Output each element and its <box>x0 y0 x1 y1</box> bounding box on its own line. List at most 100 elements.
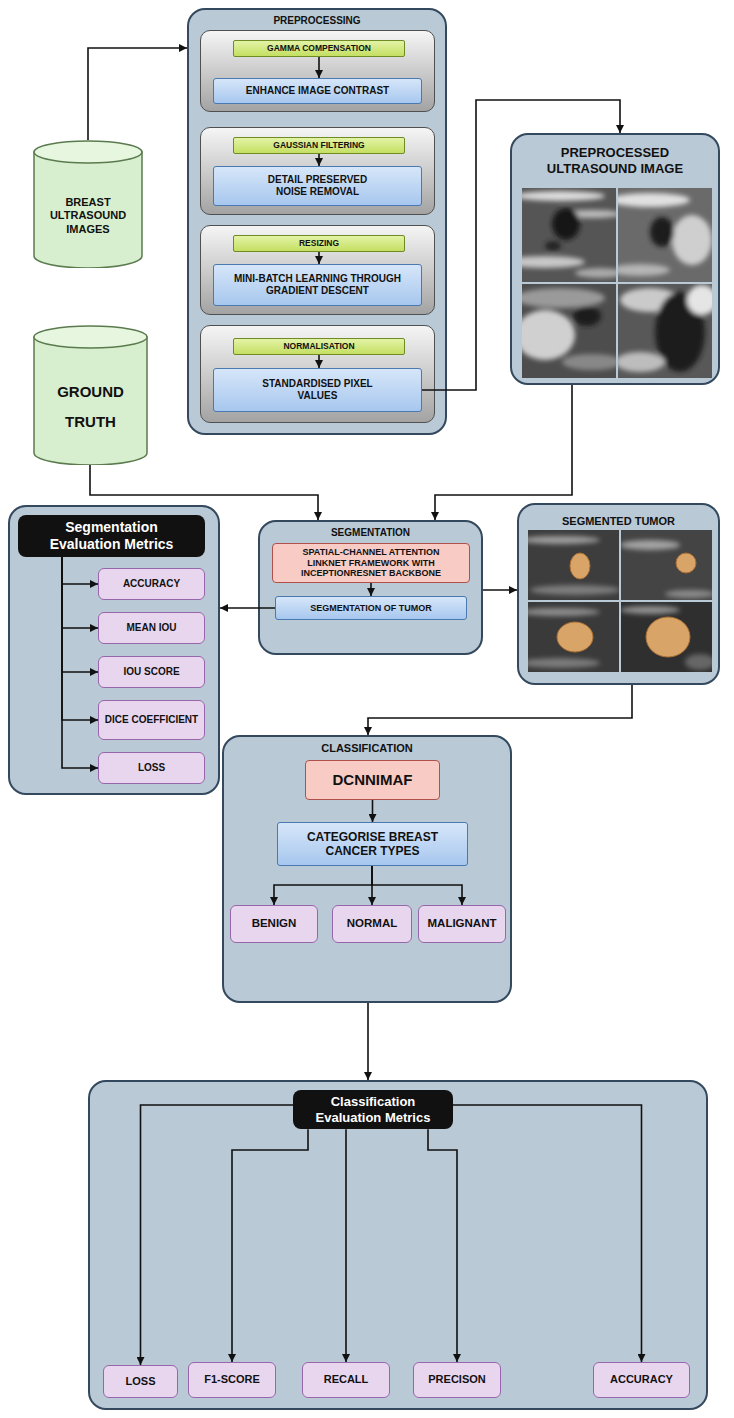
process-text: DETAIL PRESERVED NOISE REMOVAL <box>253 174 383 198</box>
connector-arrow <box>435 385 572 520</box>
connector-arrow <box>88 48 187 140</box>
segmented-tile <box>528 530 619 600</box>
output-box: NORMAL <box>332 905 412 943</box>
process-text: STANDARDISED PIXEL VALUES <box>258 378 378 402</box>
output-text: BENIGN <box>252 917 297 931</box>
cylinder-top <box>34 326 147 348</box>
output-text: NORMAL <box>347 917 397 931</box>
connector-arrow <box>62 557 98 768</box>
step-label-text: GAMMA COMPENSATION <box>267 43 371 53</box>
output-box: LOSS <box>98 752 205 784</box>
output-text: MALIGNANT <box>428 917 497 931</box>
connector-arrow <box>368 685 632 735</box>
output-box: ACCURACY <box>593 1362 690 1398</box>
output-text: DICE COEFFICIENT <box>105 714 198 726</box>
segmented-tile <box>621 530 712 600</box>
segmented-tile <box>621 602 712 672</box>
step-label: RESIZING <box>233 235 405 252</box>
database-cylinder: GROUND TRUTH <box>33 325 148 465</box>
panel-title: PREPROCESSED ULTRASOUND IMAGE <box>530 145 700 176</box>
connector-arrow <box>62 557 98 672</box>
model-box: SPATIAL-CHANNEL ATTENTION LINKNET FRAMEW… <box>272 543 470 583</box>
connector-arrow <box>232 1129 308 1362</box>
connector-arrow <box>318 355 320 368</box>
process-text: MINI-BATCH LEARNING THROUGH GRADIENT DES… <box>228 273 408 297</box>
output-text: IOU SCORE <box>123 666 179 678</box>
output-box: BENIGN <box>230 905 318 943</box>
connector-arrow <box>220 607 275 609</box>
ultrasound-tile <box>522 284 616 378</box>
connector-arrow <box>453 1105 642 1362</box>
connector-arrow <box>318 57 320 78</box>
connector-arrow <box>370 583 372 596</box>
segmented-tile <box>528 602 619 672</box>
process-text: CATEGORISE BREAST CANCER TYPES <box>290 830 455 859</box>
output-text: PRECISON <box>428 1373 485 1386</box>
ultrasound-tile <box>522 188 616 282</box>
connector-arrow <box>274 866 372 905</box>
process-box: CATEGORISE BREAST CANCER TYPES <box>277 822 468 866</box>
output-box: ACCURACY <box>98 568 205 600</box>
output-text: F1-SCORE <box>204 1373 260 1386</box>
output-text: MEAN IOU <box>127 622 177 634</box>
connector-arrow <box>62 557 98 584</box>
output-text: LOSS <box>138 762 165 774</box>
model-text: DCNNIMAF <box>333 771 413 789</box>
database-text: BREAST ULTRASOUND IMAGES <box>41 196 136 236</box>
connector-arrow <box>372 866 462 905</box>
ultrasound-tile <box>618 188 712 282</box>
connector-arrow <box>422 100 620 390</box>
metrics-panel: Segmentation Evaluation MetricsACCURACY M… <box>8 505 220 795</box>
process-box: MINI-BATCH LEARNING THROUGH GRADIENT DES… <box>213 264 422 306</box>
output-text: ACCURACY <box>610 1373 673 1386</box>
model-box: DCNNIMAF <box>305 760 440 800</box>
model-text: SPATIAL-CHANNEL ATTENTION LINKNET FRAMEW… <box>286 547 456 579</box>
step-label: GAUSSIAN FILTERING <box>233 137 405 154</box>
process-box: STANDARDISED PIXEL VALUES <box>213 368 422 412</box>
cylinder-body <box>34 337 147 465</box>
cylinder-top <box>34 141 142 163</box>
output-text: LOSS <box>126 1375 156 1388</box>
output-text: RECALL <box>324 1373 369 1386</box>
stage-panel: PREPROCESSING GAMMA COMPENSATION ENHANCE I… <box>187 8 447 435</box>
process-box: ENHANCE IMAGE CONTRAST <box>213 78 422 104</box>
output-box: F1-SCORE <box>188 1362 276 1398</box>
panel-title: CLASSIFICATION <box>224 742 510 755</box>
connector-arrow <box>62 557 98 628</box>
metrics-header: Classification Evaluation Metrics <box>293 1090 453 1129</box>
metrics-header: Segmentation Evaluation Metrics <box>18 515 205 557</box>
process-box: SEGMENTATION OF TUMOR <box>275 596 467 620</box>
step-label-text: GAUSSIAN FILTERING <box>273 140 364 150</box>
process-box: DETAIL PRESERVED NOISE REMOVAL <box>213 166 422 206</box>
step-label: NORMALISATION <box>233 338 405 355</box>
process-text: ENHANCE IMAGE CONTRAST <box>246 85 389 97</box>
database-text: GROUND TRUTH <box>51 377 131 437</box>
output-box: MEAN IOU <box>98 612 205 644</box>
cylinder-body <box>34 152 142 268</box>
database-cylinder: BREAST ULTRASOUND IMAGES <box>33 140 143 268</box>
connector-arrow <box>141 1105 294 1365</box>
step-label: GAMMA COMPENSATION <box>233 40 405 57</box>
connector-arrow <box>372 800 374 822</box>
output-box: LOSS <box>103 1365 178 1398</box>
connector-arrow <box>345 1129 347 1362</box>
stage-panel: CLASSIFICATION DCNNIMAF CATEGORISE BREAST … <box>222 735 512 1003</box>
panel-title: SEGMENTATION <box>260 527 481 539</box>
connector-arrow <box>428 1129 457 1362</box>
connector-arrow <box>318 154 320 166</box>
connector-arrow <box>90 465 318 520</box>
step-label-text: RESIZING <box>299 238 339 248</box>
output-text: ACCURACY <box>123 578 180 590</box>
panel-title: SEGMENTED TUMOR <box>529 515 709 528</box>
output-box: DICE COEFFICIENT <box>98 700 205 740</box>
output-box: MALIGNANT <box>418 905 506 943</box>
connector-arrow <box>318 252 320 264</box>
panel-title: PREPROCESSING <box>189 15 445 27</box>
output-box: PRECISON <box>413 1362 501 1398</box>
output-box: RECALL <box>302 1362 390 1398</box>
connector-arrow <box>62 557 98 720</box>
output-box: IOU SCORE <box>98 656 205 688</box>
ultrasound-tile <box>618 284 712 378</box>
process-text: SEGMENTATION OF TUMOR <box>310 603 432 614</box>
connector-arrow <box>483 589 517 591</box>
